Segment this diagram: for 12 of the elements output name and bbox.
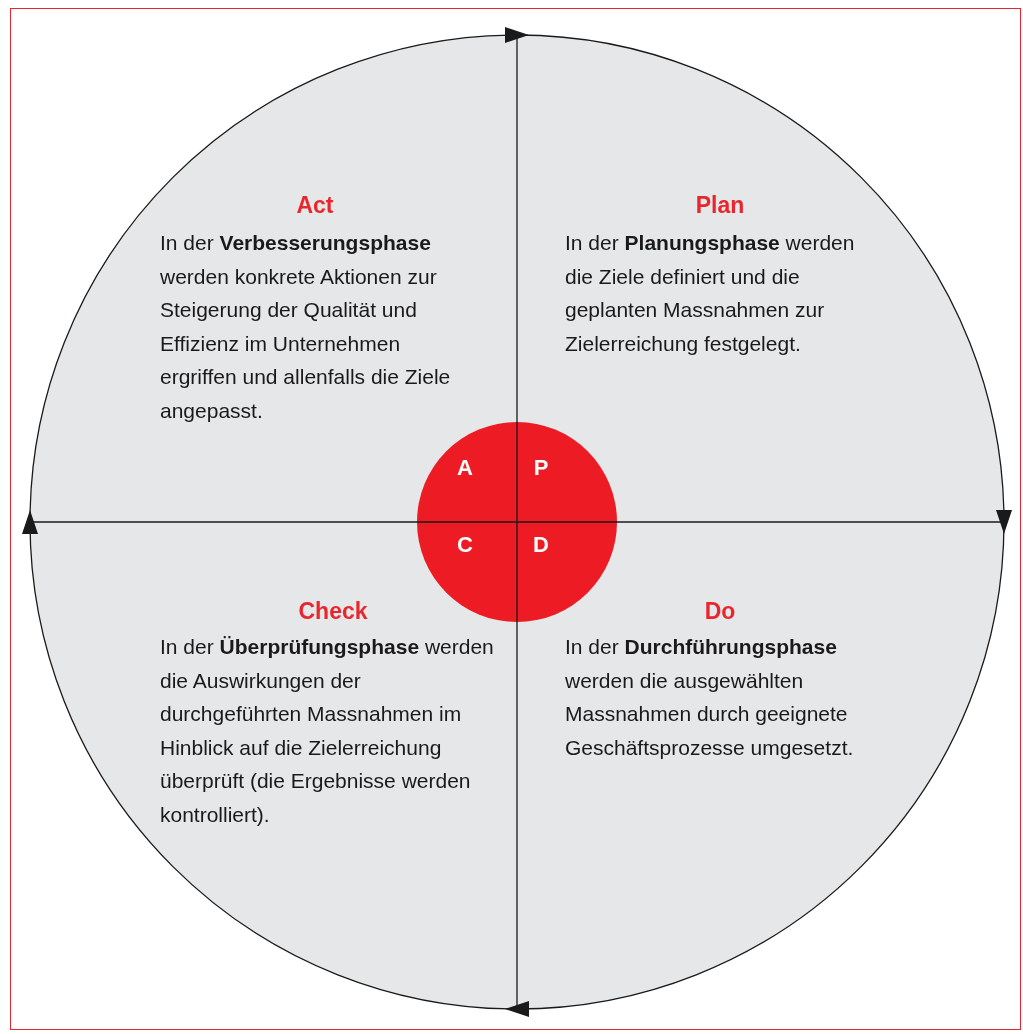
phase-description: In der Verbesserungsphase werden konkrete Aktionen zur Steigerung der Qualität und Effizienz im Unternehmen ergriffen und allenfalls die Ziele angepasst. (160, 230, 452, 424)
phase-heading: Do (703, 598, 737, 625)
phase-letter: C (456, 533, 474, 557)
phase-heading: Act (295, 192, 335, 219)
phase-letter: D (532, 533, 550, 557)
phase-heading: Plan (694, 192, 746, 219)
phase-heading: Check (297, 598, 369, 625)
phase-description: In der Durchführungsphase werden die ausgewählten Massnahmen durch geeignete Geschäftsprozesse umgesetzt. (565, 634, 855, 761)
phase-letter: P (532, 456, 550, 480)
phase-letter: A (456, 456, 474, 480)
phase-description: In der Überprüfungsphase werden die Auswirkungen der durchgeführten Massnahmen im Hinblick auf die Zielerreichung überprüft (die Ergebnisse werden kontrolliert). (160, 634, 495, 828)
phase-description: In der Planungsphase werden die Ziele definiert und die geplanten Massnahmen zur Zielerreichung festgelegt. (565, 230, 856, 357)
